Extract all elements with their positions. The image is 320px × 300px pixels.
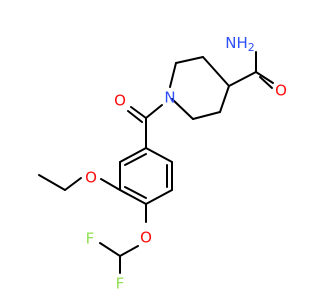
bond (64, 177, 82, 191)
bond (130, 106, 147, 119)
bond (99, 242, 121, 257)
bond (171, 98, 194, 120)
bond (38, 174, 66, 191)
bond (119, 189, 147, 205)
atom-labels: NH2 O N O O O F F (85, 34, 287, 293)
bond (259, 76, 273, 89)
difluoromethoxy-oxygen-label: O (140, 229, 152, 247)
structure-canvas: NH2 O N O O O F F (38, 34, 287, 293)
bond (124, 186, 147, 199)
bond (145, 189, 173, 205)
bond (119, 245, 139, 257)
amide-nh2-label: NH2 (225, 34, 255, 55)
bond (124, 153, 147, 166)
bond (219, 85, 230, 113)
bond (192, 111, 221, 120)
ethoxy-oxygen-label: O (85, 169, 97, 187)
bond (228, 71, 257, 87)
fluorine-label: F (86, 230, 95, 248)
bond (255, 71, 274, 84)
bond (119, 147, 147, 163)
piperidine-nitrogen-label: N (164, 89, 175, 107)
fluorine-label: F (116, 275, 125, 293)
bonds (38, 51, 274, 274)
bond (145, 104, 163, 119)
bond (202, 56, 230, 87)
bond (175, 56, 204, 64)
bond (127, 110, 143, 123)
bond (169, 62, 177, 88)
bond (145, 147, 173, 163)
amide-oxygen-label: O (275, 82, 287, 100)
bond (100, 178, 121, 191)
carbonyl-oxygen-label: O (114, 92, 126, 110)
molecule-diagram: NH2 O N O O O F F (38, 34, 287, 293)
